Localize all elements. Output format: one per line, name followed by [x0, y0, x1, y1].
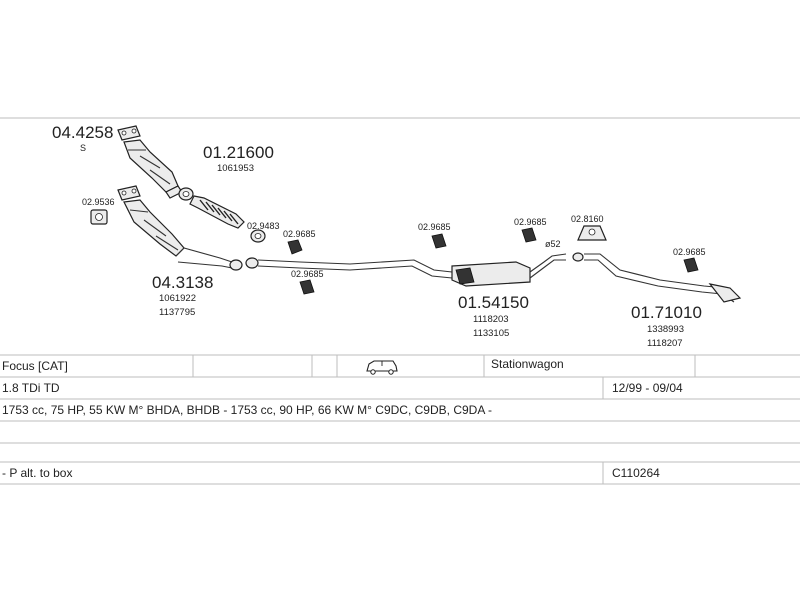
clamp-ring-icon — [250, 229, 266, 243]
part-code-flexible-pipe: 01.21600 — [203, 143, 274, 162]
part-ref-rear-silencer-2: 1118207 — [647, 338, 683, 349]
part-ref-lower-catalytic-2: 1137795 — [159, 307, 195, 318]
vehicle-info-table: Focus [CAT] Stationwagon 1.8 TDi TD 12/9… — [0, 355, 800, 485]
part-ref-lower-catalytic-1: 1061922 — [159, 293, 196, 304]
part-ref-middle-silencer-2: 1133105 — [473, 328, 509, 339]
part-code-middle-silencer: 01.54150 — [458, 293, 529, 312]
table-code: C110264 — [612, 466, 660, 480]
fitting-code-gasket: 02.9536 — [82, 197, 115, 207]
middle-silencer — [451, 253, 567, 287]
station-wagon-icon — [366, 360, 398, 375]
part-ref-flexible-pipe: 1061953 — [217, 163, 254, 174]
intermediate-pipe — [245, 257, 453, 279]
mounting-bracket-icon — [577, 225, 607, 241]
fitting-code-mounting: 02.8160 — [571, 214, 604, 224]
gasket-square-icon — [90, 209, 108, 225]
fitting-code-hanger-5: 02.9685 — [673, 247, 706, 257]
part-code-rear-silencer: 01.71010 — [631, 303, 702, 322]
table-note: - P alt. to box — [2, 466, 72, 480]
rear-silencer-pipe — [572, 252, 742, 303]
flange-ring-upper — [178, 187, 194, 201]
part-sub-label: S — [80, 143, 86, 153]
part-code-lower-catalytic: 04.3138 — [152, 273, 213, 292]
table-model: Focus [CAT] — [2, 359, 68, 373]
catalytic-converter-lower — [123, 199, 243, 271]
table-dates: 12/99 - 09/04 — [612, 381, 683, 395]
fitting-code-clamp: 02.9483 — [247, 221, 280, 231]
pipe-diameter-label: ø52 — [545, 239, 561, 249]
part-code-catalytic-converter: 04.4258 — [52, 123, 113, 142]
fitting-code-hanger-4: 02.9685 — [514, 217, 547, 227]
table-specs: 1753 cc, 75 HP, 55 KW M° BHDA, BHDB - 17… — [2, 403, 492, 417]
rubber-hanger-icon — [287, 227, 699, 295]
fitting-code-hanger-2: 02.9685 — [291, 269, 324, 279]
exhaust-system-drawing — [90, 125, 742, 303]
catalytic-converter-upper — [123, 139, 183, 199]
manifold-flange-upper — [117, 125, 141, 141]
fitting-code-hanger-3: 02.9685 — [418, 222, 451, 232]
flexible-pipe — [189, 195, 245, 229]
table-body-type: Stationwagon — [491, 357, 564, 371]
table-engine: 1.8 TDi TD — [2, 381, 60, 395]
part-ref-middle-silencer-1: 1118203 — [473, 314, 509, 325]
part-ref-rear-silencer-1: 1338993 — [647, 324, 684, 335]
manifold-flange-lower — [117, 185, 141, 201]
fitting-code-hanger-1: 02.9685 — [283, 229, 316, 239]
